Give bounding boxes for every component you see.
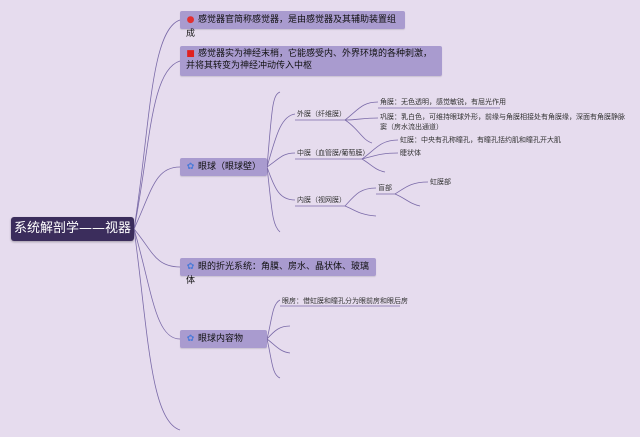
item-blind-part[interactable]: 盲部 [378,184,392,192]
topic-sensory-organ-definition[interactable]: ●感觉器官简称感觉器，是由感觉器及其辅助装置组成 [180,11,405,39]
item-iris-part[interactable]: 虹膜部 [430,178,451,186]
blue-star-icon: ✿ [186,334,195,344]
topic-text: 眼球（眼球壁） [198,162,262,172]
branch-outer-layer[interactable]: 外膜（纤维膜） [297,110,346,118]
topic-text: 眼的折光系统：角膜、房水、晶状体、玻璃体 [186,262,370,286]
blue-star-icon: ✿ [186,262,195,272]
root-topic[interactable]: 系统解剖学——视器 [11,217,134,241]
topic-text: 感觉器官简称感觉器，是由感觉器及其辅助装置组成 [186,15,397,39]
topic-eyeball-contents[interactable]: ✿眼球内容物 [180,330,267,348]
topic-eyeball-wall[interactable]: ✿眼球（眼球壁） [180,158,267,176]
topic-sensory-receptor[interactable]: ■感觉器实为神经末梢，它能感受内、外界环境的各种刺激，并将其转变为神经冲动传入中… [180,46,442,76]
item-cornea[interactable]: 角膜：无色透明，感觉敏锐，有屈光作用 [380,98,506,106]
branch-inner-layer[interactable]: 内膜（视网膜） [297,196,346,204]
item-sclera[interactable]: 巩膜：乳白色，可维持眼球外形，前缘与角膜相接处有角膜缘，深面有角膜静脉窦（房水流… [380,113,625,131]
item-iris[interactable]: 虹膜：中央有孔称瞳孔，有瞳孔括约肌和瞳孔开大肌 [400,136,561,144]
red-square-icon: ■ [186,49,195,59]
topic-refractive-system[interactable]: ✿眼的折光系统：角膜、房水、晶状体、玻璃体 [180,258,376,286]
item-ciliary-body[interactable]: 睫状体 [400,149,421,157]
branch-middle-layer[interactable]: 中膜（血管膜/葡萄膜） [297,149,370,157]
topic-text: 眼球内容物 [198,334,244,344]
red-circle-icon: ● [186,15,195,25]
item-eye-chamber[interactable]: 眼房：借虹膜和瞳孔分为眼前房和眼后房 [282,297,408,305]
topic-text: 感觉器实为神经末梢，它能感受内、外界环境的各种刺激，并将其转变为神经冲动传入中枢 [186,49,433,71]
blue-star-icon: ✿ [186,162,195,172]
